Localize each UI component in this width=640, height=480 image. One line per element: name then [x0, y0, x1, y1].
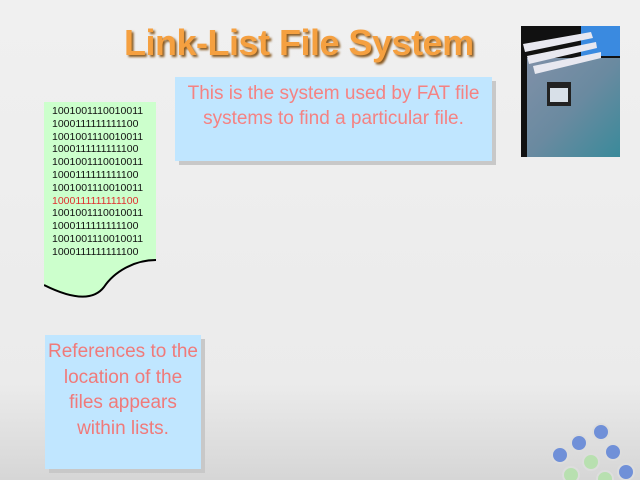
binary-line: 1001001110010011: [52, 232, 144, 245]
description-box: This is the system used by FAT file syst…: [175, 77, 492, 161]
document-paper-icon: [44, 102, 156, 298]
binary-line: 1001001110010011: [52, 207, 144, 220]
binary-line: 1001001110010011: [52, 130, 144, 143]
binary-line: 1000111111111100: [52, 168, 139, 181]
decorative-bubbles-icon: [551, 423, 635, 480]
binary-line: 1000111111111100: [52, 143, 139, 156]
binary-line: 1000111111111100: [52, 117, 139, 130]
note-box: References to the location of the files …: [45, 335, 201, 469]
binary-line: 1000111111111100: [52, 220, 139, 233]
binary-line: 1000111111111100: [52, 194, 139, 207]
slide-title: Link-List File System: [124, 22, 474, 63]
file-cabinet-image: [521, 26, 620, 157]
binary-line: 1000111111111100: [52, 245, 139, 258]
binary-line: 1001001110010011: [52, 105, 144, 117]
binary-line: 1001001110010011: [52, 156, 144, 169]
binary-line: 1001001110010011: [52, 181, 144, 194]
